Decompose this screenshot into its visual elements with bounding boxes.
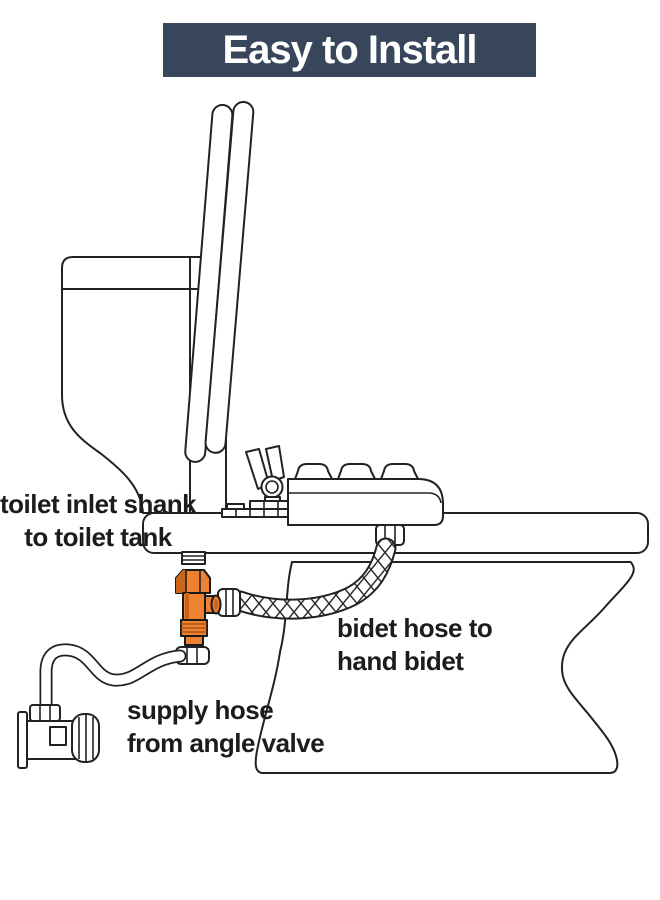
raised-lid-and-seat-drawing bbox=[184, 100, 255, 463]
label-line: to toilet tank bbox=[24, 522, 172, 552]
label-line: bidet hose to bbox=[337, 613, 493, 643]
toilet-bowl-body-drawing bbox=[254, 560, 635, 774]
label-bidet-hose: bidet hose to hand bidet bbox=[337, 612, 493, 678]
braided-bidet-hose-drawing bbox=[217, 537, 397, 620]
supply-hose-drawing bbox=[39, 643, 187, 712]
label-line: supply hose bbox=[127, 695, 274, 725]
page-title: Easy to Install bbox=[222, 27, 478, 72]
label-line: toilet inlet shank bbox=[0, 489, 197, 519]
bidet-buttons-drawing bbox=[294, 463, 419, 480]
label-line: hand bidet bbox=[337, 646, 464, 676]
title-banner: Easy to Install bbox=[163, 23, 536, 77]
label-toilet-inlet-shank: toilet inlet shank to toilet tank bbox=[0, 488, 197, 554]
t-valve-adapter-drawing bbox=[175, 569, 222, 646]
label-supply-hose: supply hose from angle valve bbox=[127, 694, 325, 760]
toilet-inlet-shank-drawing bbox=[181, 551, 206, 565]
angle-valve-drawing bbox=[17, 704, 100, 769]
hand-bidet-unit-drawing bbox=[287, 478, 444, 546]
label-line: from angle valve bbox=[127, 728, 325, 758]
